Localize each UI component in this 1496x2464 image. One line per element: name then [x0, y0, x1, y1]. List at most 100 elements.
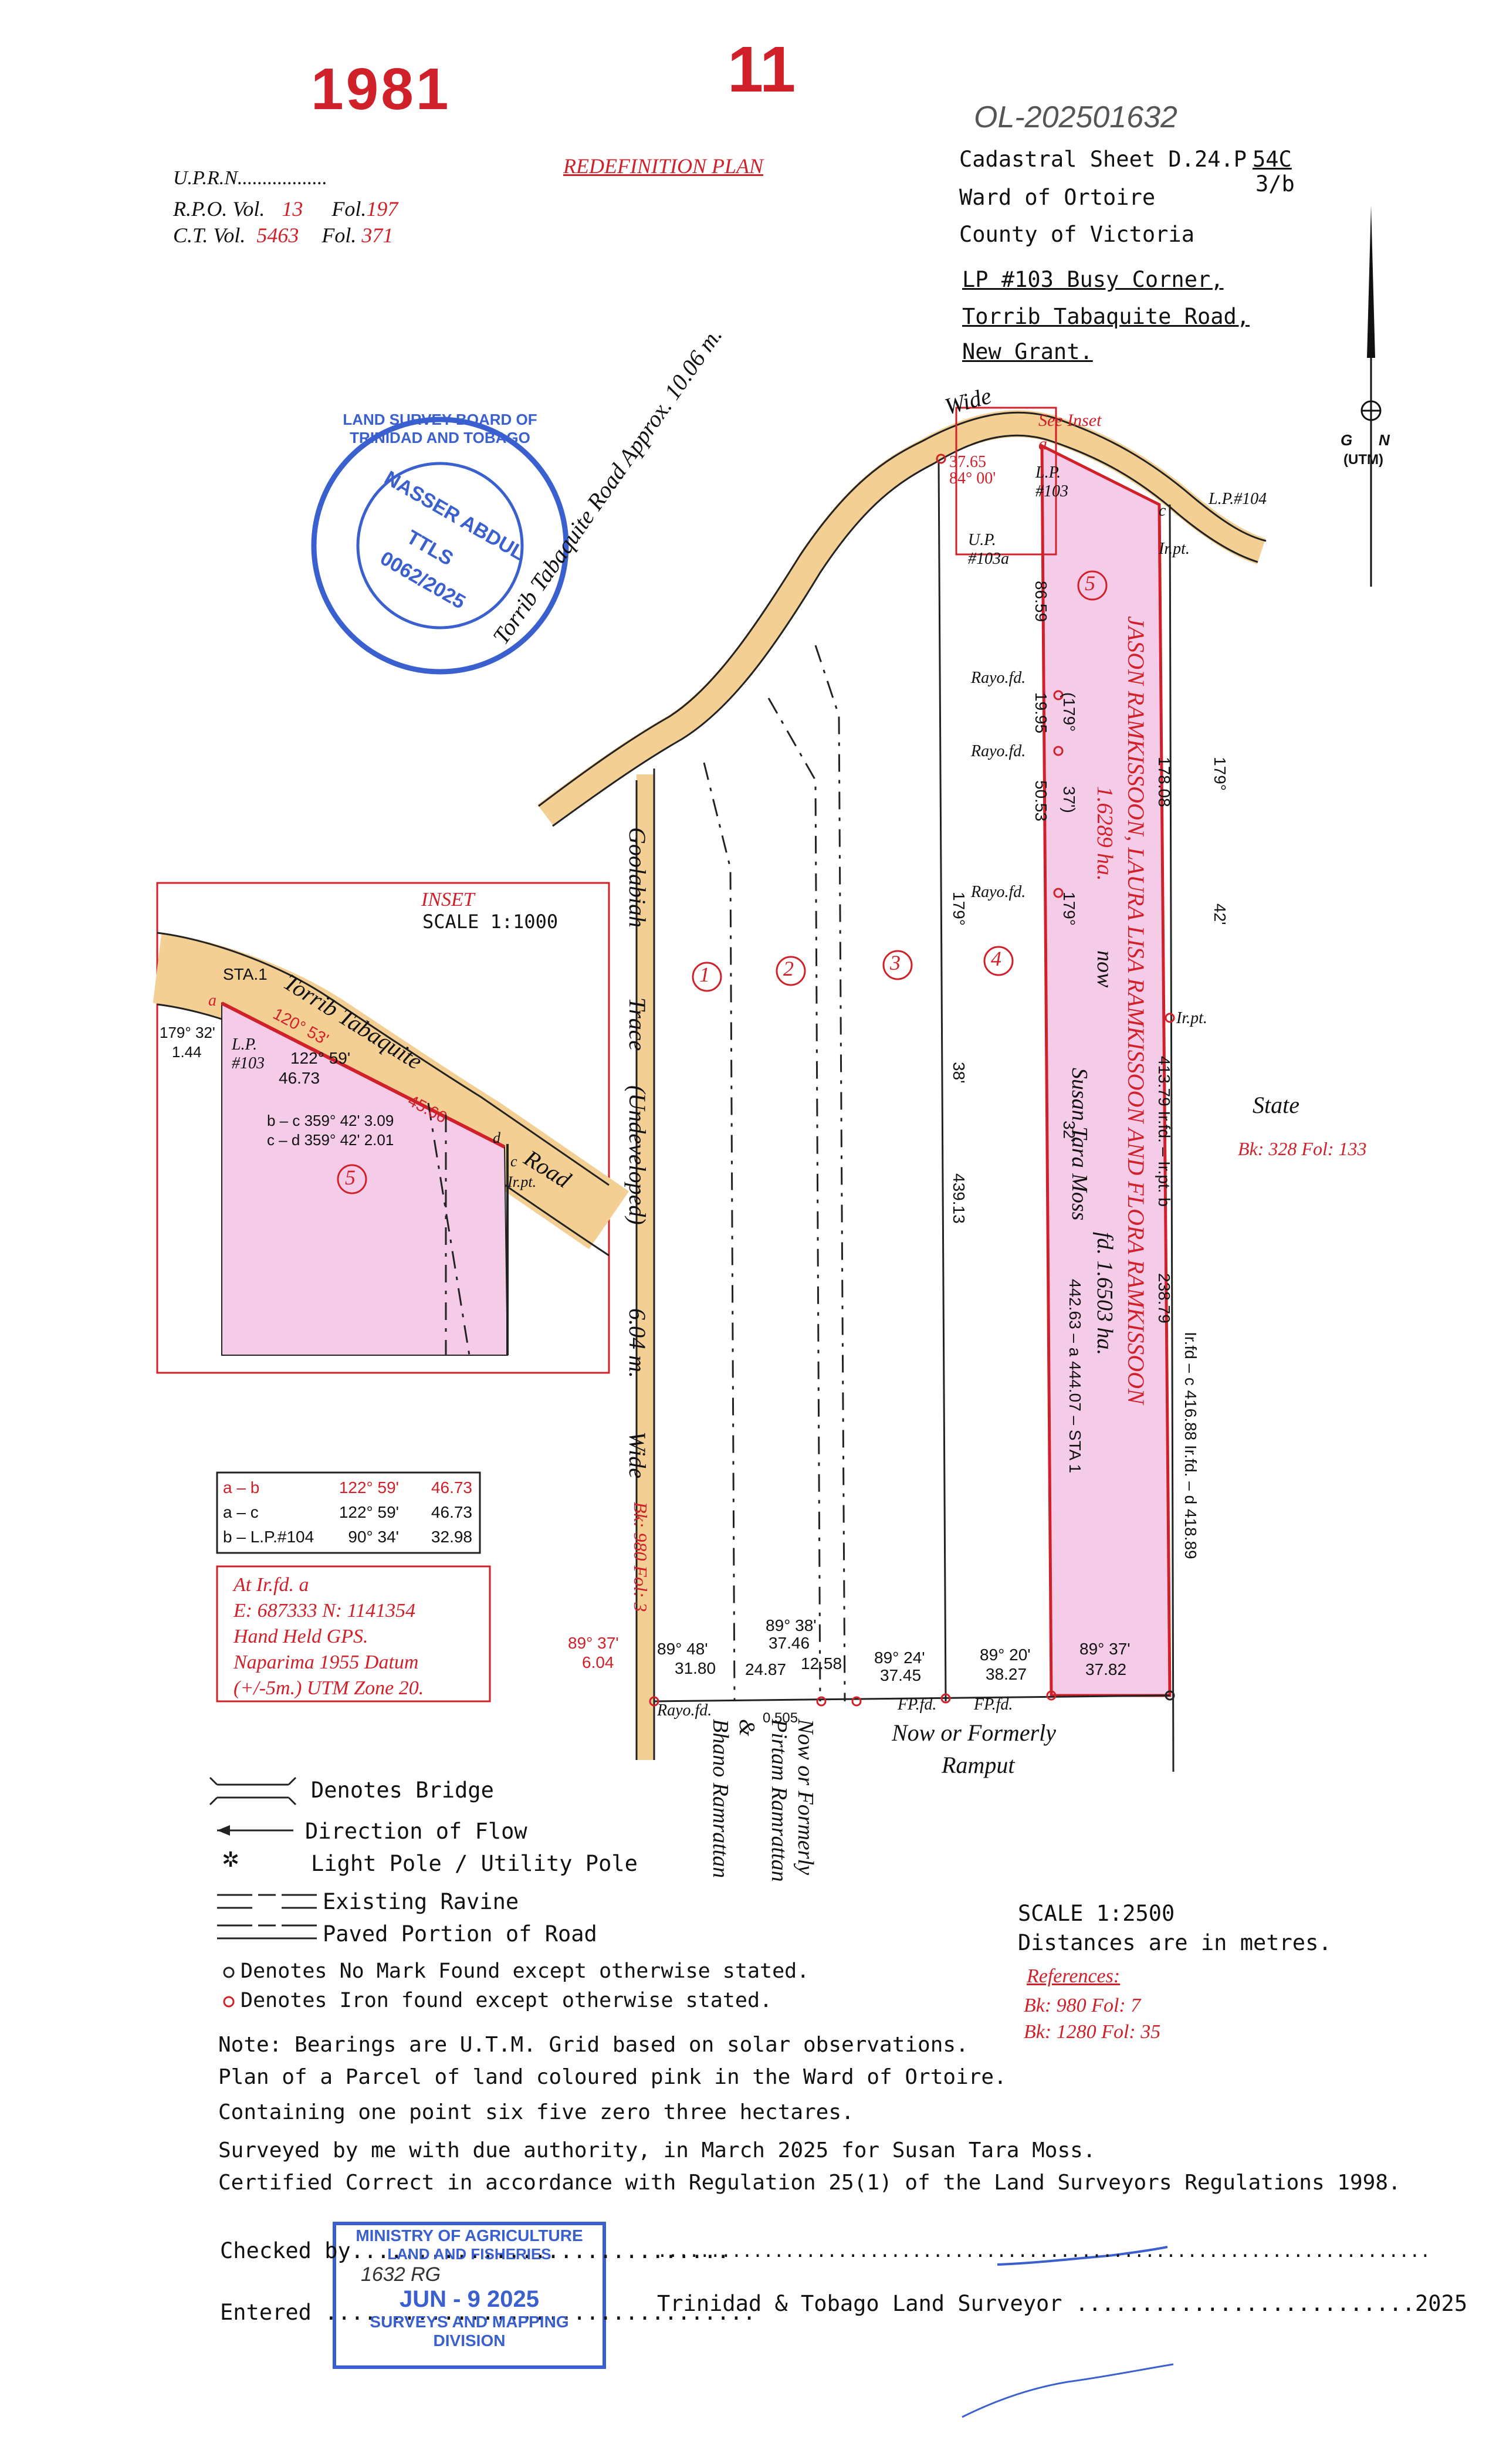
legend-iron: Denotes Iron found except otherwise stat… — [241, 1989, 773, 2012]
legend-pole: Light Pole / Utility Pole — [311, 1851, 638, 1876]
ties-from: b – L.P.#104 — [223, 1528, 314, 1546]
north-grid-label: G — [1341, 431, 1353, 449]
lp104-label: L.P.#104 — [1209, 490, 1267, 508]
bottom-b3-d: 12.58 — [801, 1654, 842, 1673]
lp103-label: L.P. #103 — [1035, 463, 1068, 501]
bottom-b2-dist: 31.80 — [675, 1659, 716, 1677]
bottom-b6-angle: 89° 37' — [1079, 1640, 1131, 1658]
corner-c: c — [1159, 502, 1166, 520]
parcel-5 — [1040, 443, 1172, 1697]
ties-from: a – c — [223, 1503, 259, 1521]
inset-a: a — [208, 991, 216, 1010]
lot-4: 4 — [991, 947, 1001, 970]
ct-line: C.T. Vol. 5463 Fol. 371 — [173, 223, 393, 248]
inset-lp-line1: L.P. — [232, 1035, 258, 1054]
reference-2: Bk: 1280 Fol: 35 — [1024, 2021, 1161, 2043]
dist-50: 50.53 — [1032, 780, 1050, 822]
ties-from: a – b — [223, 1478, 260, 1497]
east-label: State — [1253, 1092, 1299, 1118]
ties-row: b – L.P.#104 90° 34' 32.98 — [223, 1525, 475, 1549]
new-owner: Susan Tara Moss — [1067, 1068, 1092, 1221]
trace-width: 6.04 m. — [624, 1308, 651, 1378]
ties-table: a – b 122° 59' 46.73 a – c 122° 59' 46.7… — [223, 1475, 475, 1549]
bottom-b3-c: 24.87 — [745, 1660, 787, 1678]
ties-dist: 32.98 — [431, 1528, 472, 1546]
plan-title: REDEFINITION PLAN — [563, 154, 763, 178]
trace-ref: Bk: 980 Fol: 3 — [630, 1502, 651, 1612]
rpo-fol: 197 — [366, 197, 398, 221]
road-edge-south — [552, 434, 1258, 827]
ties-row: a – c 122° 59' 46.73 — [223, 1500, 475, 1525]
ministry-stamp-frame — [333, 2222, 606, 2369]
checked-by: Checked by............................. — [220, 2238, 730, 2263]
ties-bearing: 90° 34' — [348, 1528, 399, 1546]
dist-413: 413.79 Ir.fd. – Ir.pt. b — [1155, 1056, 1173, 1207]
inset-b1: 179° 32' — [160, 1024, 215, 1041]
county: County of Victoria — [959, 222, 1194, 247]
bearing-179b: 179° — [1060, 892, 1078, 926]
seal-ring-text: LAND SURVEY BOARD OF TRINIDAD AND TOBAGO — [343, 411, 537, 446]
inset-bearing: 122° 59' — [290, 1049, 351, 1067]
scale-text: SCALE 1:2500 — [1018, 1901, 1175, 1926]
stamp-number-1981: 1981 — [311, 56, 451, 122]
inset-cd: c – d 359° 42' 2.01 — [267, 1131, 394, 1149]
lp103-line1: L.P. — [1035, 463, 1061, 482]
trace-name1: Goolabiah — [624, 827, 651, 928]
lot-2: 2 — [783, 957, 794, 980]
gps-line3: Hand Held GPS. — [233, 1626, 368, 1647]
north-n-label: N — [1379, 431, 1390, 449]
see-inset-box — [955, 407, 1057, 556]
ministry-hand: 1632 RG — [361, 2263, 441, 2286]
bearing-32: 32' — [1060, 1121, 1078, 1142]
note-plan: Plan of a Parcel of land coloured pink i… — [218, 2065, 1007, 2089]
legend-no-mark: Denotes No Mark Found except otherwise s… — [241, 1959, 810, 1983]
west-label3: & — [735, 1719, 759, 1737]
inset-lp-line2: #103 — [232, 1054, 265, 1072]
owner-names: JASON RAMKISSOON, LAURA LISA RAMKISSOON … — [1123, 616, 1149, 1404]
fp-fd-2: FP.fd. — [974, 1695, 1013, 1714]
gps-box-frame — [216, 1565, 491, 1703]
dist-439: 439.13 — [950, 1173, 968, 1224]
address-line3: New Grant. — [962, 339, 1093, 364]
gps-line4: Naparima 1955 Datum — [233, 1651, 419, 1673]
ministry-line1: MINISTRY OF AGRICULTURE — [356, 2226, 583, 2245]
inset-sta: STA.1 — [223, 965, 268, 983]
area-new: fd. 1.6503 ha. — [1092, 1232, 1117, 1356]
ties-row: a – b 122° 59' 46.73 — [223, 1475, 475, 1500]
bearing-179d: 179° — [950, 892, 968, 926]
ward: Ward of Ortoire — [959, 185, 1156, 210]
south-label1: Now or Formerly — [892, 1720, 1056, 1746]
west-label2: Pirtam Ramrattan — [767, 1719, 791, 1882]
dist-416: Ir.fd – c 416.88 Ir.fd. – d 418.89 — [1182, 1332, 1200, 1559]
trace-name3: (Undeveloped) — [624, 1085, 651, 1225]
rayo-fd-1: Rayo.fd. — [971, 669, 1026, 687]
legend-paved: Paved Portion of Road — [323, 1921, 597, 1947]
top-bearing-angle: 84° 00' — [949, 469, 996, 488]
bottom-b5-dist: 38.27 — [986, 1665, 1027, 1683]
bearing-37a: 37') — [1060, 786, 1078, 813]
rpo-vol-label: R.P.O. Vol. — [173, 197, 265, 221]
bearing-179a: (179° — [1060, 692, 1078, 732]
gps-line2: E: 687333 N: 1141354 — [233, 1600, 416, 1622]
gps-line5: (+/-5m.) UTM Zone 20. — [233, 1677, 424, 1699]
top-bearing-dist: 37.65 — [949, 453, 986, 471]
cadastral-sheet-label: Cadastral Sheet D.24.P — [959, 147, 1247, 172]
inset-lot: 5 — [345, 1166, 356, 1189]
dist-19: 19.95 — [1032, 692, 1050, 734]
bearing-179c: 179° — [1211, 757, 1229, 791]
rayo-fd-4: Rayo.fd. — [657, 1701, 712, 1720]
ministry-line3: SURVEYS AND MAPPING — [370, 2313, 569, 2331]
see-inset-label: See Inset — [1038, 411, 1102, 430]
bearing-38: 38' — [950, 1062, 968, 1084]
gps-box: At Ir.fd. a E: 687333 N: 1141354 Hand He… — [233, 1572, 424, 1701]
bottom-b5-angle: 89° 20' — [980, 1646, 1031, 1664]
references-title: References: — [1027, 1965, 1121, 1987]
ct-vol: 5463 — [256, 224, 299, 247]
lot-5: 5 — [1085, 571, 1095, 595]
note-bearings: Note: Bearings are U.T.M. Grid based on … — [218, 2033, 969, 2057]
rpo-line: R.P.O. Vol. 13 Fol.197 — [173, 197, 398, 221]
fp-fd-1: FP.fd. — [898, 1695, 937, 1714]
inset-c: c — [510, 1153, 517, 1170]
ties-bearing: 122° 59' — [339, 1503, 399, 1521]
